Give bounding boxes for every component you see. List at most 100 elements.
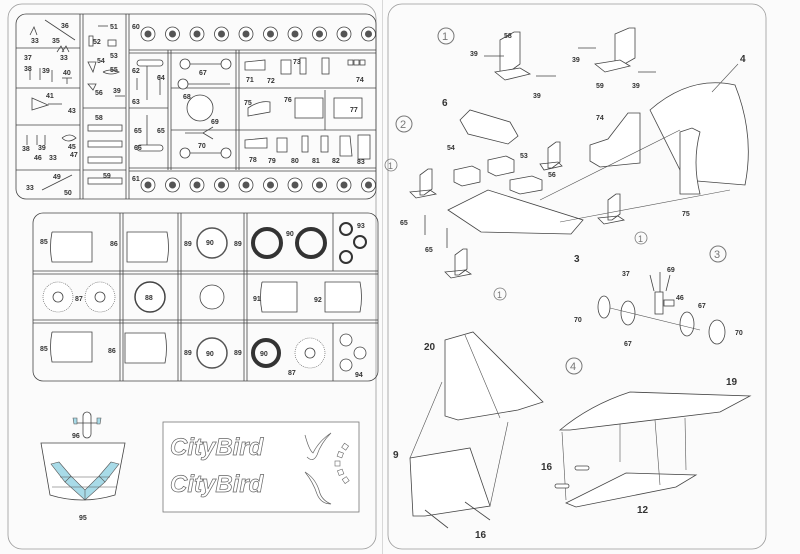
callout: 46 xyxy=(676,295,684,302)
citybird-logo-decal: CityBird xyxy=(170,434,265,461)
part-label: 40 xyxy=(63,70,71,77)
part-label: 33 xyxy=(49,155,57,162)
part-label: 90 xyxy=(206,351,214,358)
rod-part xyxy=(87,140,123,148)
part-label: 63 xyxy=(132,99,140,106)
wheel-hub xyxy=(193,181,201,189)
part-label: 33 xyxy=(60,55,68,62)
left-page-parts-map: 36 33 35 37 33 38 39 40 41 43 39 38 46 3… xyxy=(0,0,383,554)
callout: 58 xyxy=(504,33,512,40)
part-label: 38 xyxy=(22,146,30,153)
rod-part xyxy=(87,124,123,132)
part-label: 85 xyxy=(40,239,48,246)
part-label: 58 xyxy=(95,115,103,122)
part-label: 69 xyxy=(211,119,219,126)
part-label: 87 xyxy=(288,370,296,377)
part-label: 70 xyxy=(198,143,206,150)
sprue-a-labels: 36 33 35 37 33 38 39 40 41 43 39 38 46 3… xyxy=(22,23,365,197)
step-number: 2 xyxy=(400,119,406,131)
page-frame xyxy=(7,3,377,550)
part-label: 50 xyxy=(64,190,72,197)
callout: 4 xyxy=(740,54,746,65)
assembly-drawing: 1 58 39 39 39 59 39 2 6 3 54 53 56 xyxy=(384,3,767,550)
part-label: 82 xyxy=(332,158,340,165)
part-label: 76 xyxy=(284,97,292,104)
part-label: 83 xyxy=(357,159,365,166)
step-number: 3 xyxy=(714,249,720,261)
callout: 70 xyxy=(735,330,743,337)
step-number-badge xyxy=(395,115,413,133)
callout: 6 xyxy=(442,98,448,109)
bird-tail-decal xyxy=(304,471,332,505)
part-label: 81 xyxy=(312,158,320,165)
part-label: 89 xyxy=(184,350,192,357)
part-label: 67 xyxy=(199,70,207,77)
callout: 54 xyxy=(447,145,455,152)
part-label: 38 xyxy=(24,66,32,73)
wheel-hub xyxy=(316,30,323,38)
wheel-hub xyxy=(365,181,372,189)
window-strip-decal xyxy=(334,442,350,485)
parts-map-drawing: 36 33 35 37 33 38 39 40 41 43 39 38 46 3… xyxy=(7,3,379,550)
part-label: 86 xyxy=(110,241,118,248)
callout: 39 xyxy=(632,83,640,90)
part-label: 92 xyxy=(314,297,322,304)
callout: 70 xyxy=(574,317,582,324)
step-ref-badge xyxy=(634,231,648,245)
part-label: 65 xyxy=(157,128,165,135)
part-label: 68 xyxy=(183,94,191,101)
part-label: 94 xyxy=(355,372,363,379)
bird-tail-decal xyxy=(304,432,332,460)
part-label: 90 xyxy=(260,351,268,358)
part-label: 39 xyxy=(42,68,50,75)
part-label: 33 xyxy=(26,185,34,192)
wheel-hub xyxy=(316,181,323,189)
wheel-hub xyxy=(169,30,176,38)
step-number: 1 xyxy=(442,31,448,43)
step-ref: 1 xyxy=(497,290,502,300)
wheel-hub xyxy=(218,30,225,38)
part-label: 52 xyxy=(93,39,101,46)
part-label: 62 xyxy=(132,68,140,75)
part-label: 46 xyxy=(34,155,42,162)
wheel-hub xyxy=(144,181,152,189)
callout: 65 xyxy=(400,220,408,227)
part-label: 91 xyxy=(253,296,261,303)
wheel-hub xyxy=(218,181,225,189)
callout: 39 xyxy=(533,93,541,100)
part-label: 49 xyxy=(53,174,61,181)
part-label: 51 xyxy=(110,24,118,31)
callout: 20 xyxy=(424,342,436,353)
part-label: 93 xyxy=(357,223,365,230)
callout: 37 xyxy=(622,271,630,278)
rod-part xyxy=(87,156,123,164)
part-label: 96 xyxy=(72,433,80,440)
part-label: 87 xyxy=(75,296,83,303)
part-label: 73 xyxy=(293,59,301,66)
callout: 39 xyxy=(572,57,580,64)
step-number-badge xyxy=(437,27,455,45)
callout: 59 xyxy=(596,83,604,90)
part-label: 90 xyxy=(286,231,294,238)
part-label: 39 xyxy=(113,88,121,95)
callout: 74 xyxy=(596,115,604,122)
step-number: 4 xyxy=(570,361,576,373)
step-ref-badge xyxy=(493,287,507,301)
sprue-b-labels: 85 86 89 90 89 90 93 87 88 91 92 85 86 8… xyxy=(40,223,365,379)
part-label: 85 xyxy=(40,346,48,353)
wheel-hub xyxy=(340,181,348,189)
sprue-b: 85 86 89 90 89 90 93 87 88 91 92 85 86 8… xyxy=(32,212,379,382)
part-label: 60 xyxy=(132,24,140,31)
callout: 16 xyxy=(541,462,553,473)
callout: 75 xyxy=(682,211,690,218)
part-label: 86 xyxy=(108,348,116,355)
part-label: 89 xyxy=(234,350,242,357)
part-label: 95 xyxy=(79,515,87,522)
sprue-a-frame xyxy=(15,13,377,200)
part-label: 66 xyxy=(134,145,142,152)
wheel-hub xyxy=(193,30,201,38)
part-label: 89 xyxy=(184,241,192,248)
part-label: 55 xyxy=(110,67,118,74)
step-number-badge xyxy=(709,245,727,263)
part-label: 56 xyxy=(95,90,103,97)
